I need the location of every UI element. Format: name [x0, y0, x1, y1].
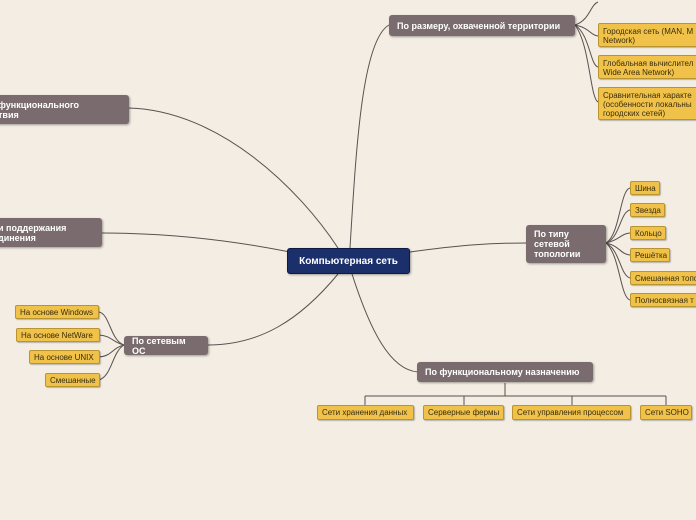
leaf-topology-3[interactable]: Решётка	[630, 248, 670, 262]
leaf-os-2[interactable]: На основе UNIX	[29, 350, 100, 364]
leaf-os-3[interactable]: Смешанные	[45, 373, 100, 387]
leaf-os-1[interactable]: На основе NetWare	[16, 328, 100, 342]
leaf-os-0[interactable]: На основе Windows	[15, 305, 99, 319]
branch-functional[interactable]: функционального твия	[0, 95, 129, 124]
branch-territory[interactable]: По размеру, охваченной территории	[389, 15, 575, 36]
leaf-territory-2[interactable]: Сравнительная характе (особенности локал…	[598, 87, 696, 120]
link-purpose	[351, 273, 419, 373]
link-os	[207, 273, 339, 346]
root-node[interactable]: Компьютерная сеть	[287, 248, 410, 274]
leaf-topology-2[interactable]: Кольцо	[630, 226, 666, 240]
leaf-purpose-1[interactable]: Серверные фермы	[423, 405, 504, 420]
branch-purpose-label: По функциональному назначению	[425, 367, 580, 377]
branch-topology[interactable]: По типу сетевой топологии	[526, 225, 606, 263]
branch-support[interactable]: и поддержания динения	[0, 218, 102, 247]
leaf-topology-4[interactable]: Смешанная топо	[630, 271, 696, 285]
leaf-territory-0[interactable]: Городская сеть (MAN, M Network)	[598, 23, 696, 47]
branch-os-label: По сетевым ОС	[132, 335, 186, 356]
branch-territory-label: По размеру, охваченной территории	[397, 20, 561, 31]
leaf-topology-1[interactable]: Звезда	[630, 203, 665, 217]
leaf-territory-1[interactable]: Глобальная вычислител Wide Area Network)	[598, 55, 696, 79]
leaf-purpose-2[interactable]: Сети управления процессом	[512, 405, 631, 420]
link-support	[101, 232, 291, 253]
branch-topology-label: По типу сетевой топологии	[534, 229, 581, 259]
leaf-topology-0[interactable]: Шина	[630, 181, 660, 195]
link-territory	[349, 24, 390, 249]
branch-purpose[interactable]: По функциональному назначению	[417, 362, 593, 382]
branch-support-label: и поддержания динения	[0, 222, 67, 243]
link-topology	[409, 242, 527, 253]
leaf-purpose-0[interactable]: Сети хранения данных	[317, 405, 414, 420]
link-functional	[127, 107, 339, 249]
branch-functional-label: функционального твия	[0, 99, 80, 120]
root-label: Компьютерная сеть	[299, 255, 398, 267]
leaf-purpose-3[interactable]: Сети SOHO	[640, 405, 692, 420]
branch-os[interactable]: По сетевым ОС	[124, 335, 208, 356]
leaf-topology-5[interactable]: Полносвязная т	[630, 293, 696, 307]
